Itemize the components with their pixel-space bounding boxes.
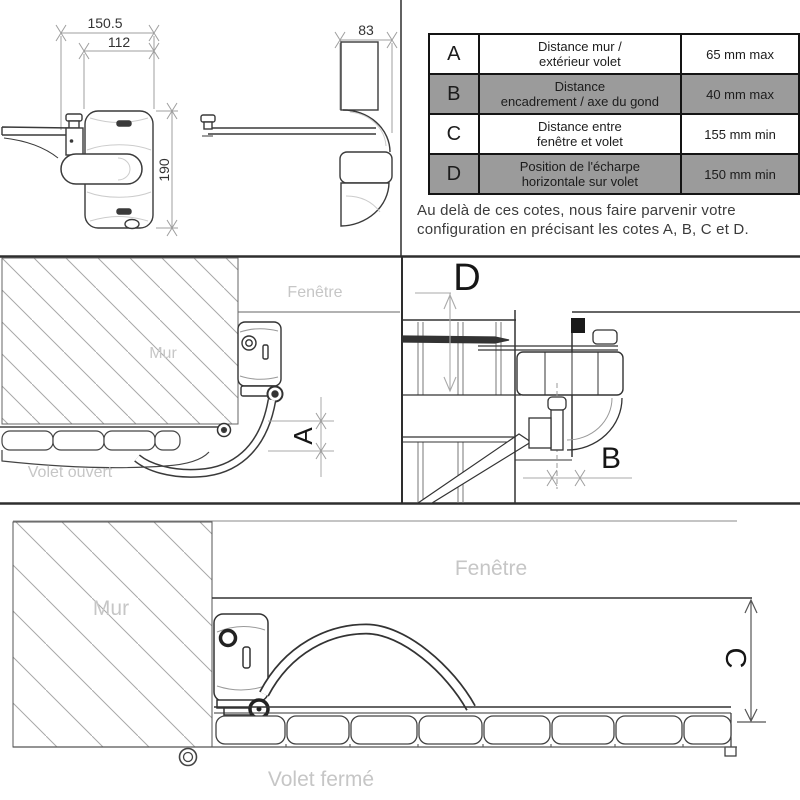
side-view-dimension-lines [339,39,393,133]
closed-shutter-view: Mur Fenêtre [12,520,766,791]
side-view-drawing: 83 [200,22,398,227]
description-line: extérieur volet [539,54,621,69]
dim-d-label: D [453,257,480,299]
table-row: C Distance entre fenêtre et volet 155 mm… [428,113,800,155]
dim-c-lines [737,598,766,723]
spec-row-description: Position de l'écharpe horizontale sur vo… [477,153,683,195]
shutter-slat-lines [403,319,516,503]
spec-row-description: Distance mur / extérieur volet [477,33,683,75]
description-line: Position de l'écharpe [519,158,640,174]
configuration-note: Au delà de ces cotes, nous faire parveni… [417,201,797,239]
closed-shutter-panel [214,706,737,757]
description-line: Distance entre [537,118,622,134]
spec-row-key: A [428,33,480,75]
table-row: B Distance encadrement / axe du gond 40 … [428,73,800,115]
window-watermark: Fenêtre [455,557,527,580]
dim-d-lines [415,292,457,393]
description-line: Distance [554,78,606,94]
note-line: configuration en précisant les cotes A, … [417,221,749,238]
horizontal-brace [403,396,521,437]
spec-table: A Distance mur / extérieur volet 65 mm m… [428,33,800,195]
note-line: Au delà de ces cotes, nous faire parveni… [417,202,736,219]
spec-row-value: 150 mm min [680,153,800,195]
dim-front-width-inner: 112 [108,34,131,50]
wall-watermark: Mur [93,597,129,620]
table-row: D Position de l'écharpe horizontale sur … [428,153,800,195]
diagonal-brace [416,433,533,504]
front-view-drawing: 150.5 112 190 [1,15,178,237]
motor-front-view [1,110,154,230]
spec-row-key: D [428,153,480,195]
open-shutter-top-view: Fenêtre Mur Volet ouvert [0,257,400,481]
dim-front-height: 190 [156,158,172,182]
spec-row-value: 40 mm max [680,73,800,115]
motor-unit [213,613,269,716]
table-row: A Distance mur / extérieur volet 65 mm m… [428,33,800,75]
spec-row-value: 65 mm max [680,33,800,75]
wall-hatched-block [1,257,239,425]
dim-a-label: A [288,427,318,445]
description-line: Distance mur / [537,38,622,54]
dim-front-width-total: 150.5 [87,15,122,31]
wall-hatched-block [12,521,213,748]
front-view-dimension-lines [60,32,178,229]
spec-row-value: 155 mm min [680,113,800,155]
dim-c-label: C [719,648,751,669]
spec-row-key: C [428,113,480,155]
window-watermark: Fenêtre [287,284,342,301]
description-line: fenêtre et volet [536,134,623,149]
spec-row-key: B [428,73,480,115]
open-shutter-watermark: Volet ouvert [28,464,113,481]
frame-section [571,318,585,333]
dim-a-lines [268,397,334,477]
wall-watermark: Mur [149,345,177,362]
description-line: horizontale sur volet [521,174,639,189]
closed-shutter-watermark: Volet fermé [268,768,374,791]
spec-row-description: Distance entre fenêtre et volet [477,113,683,155]
dim-b-label: B [601,442,621,475]
spec-row-description: Distance encadrement / axe du gond [477,73,683,115]
shutter-front-view: D B [402,257,800,504]
motor-unit [237,321,284,403]
motor-assembly [402,329,624,489]
description-line: encadrement / axe du gond [500,94,659,109]
open-shutter-panel [0,422,232,469]
dim-side-depth: 83 [358,22,374,38]
motor-side-view [200,41,393,227]
